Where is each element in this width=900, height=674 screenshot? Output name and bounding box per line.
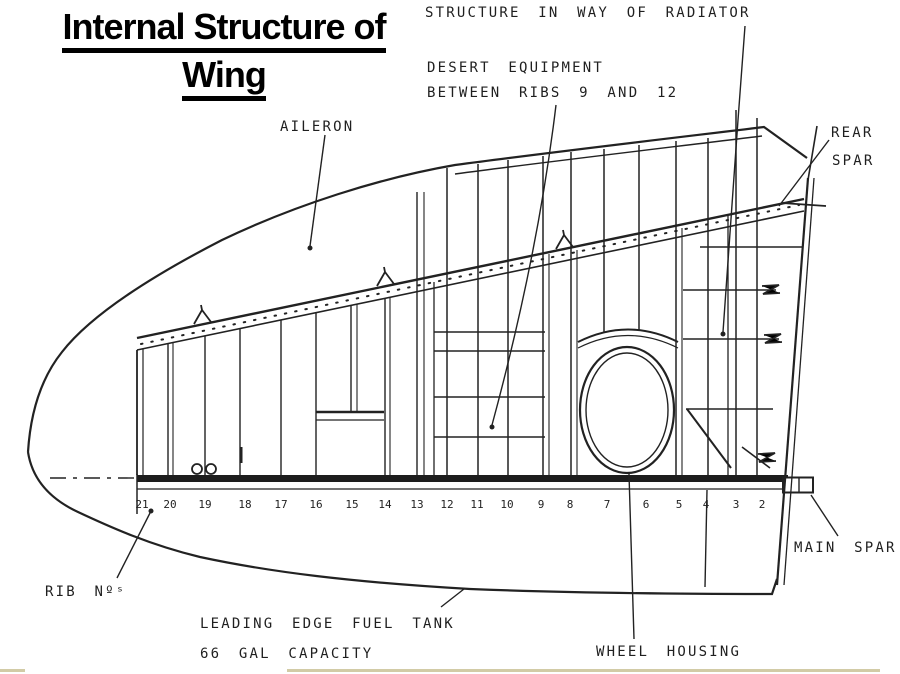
main-spar (50, 474, 814, 514)
break-symbol-icon (763, 333, 783, 344)
rib-number: 8 (567, 498, 574, 511)
slide-title-line2-wrap: Wing (22, 52, 426, 102)
leader-dot (720, 331, 726, 337)
leader-dot (307, 245, 313, 251)
rib-number: 13 (410, 498, 423, 511)
hinge-rivet-dots (140, 204, 800, 345)
hinge-band-lower-line (136, 210, 805, 351)
main-spar-band (137, 475, 788, 482)
top-skin-inner-line (454, 135, 763, 175)
label-desert-equipment-2: BETWEEN RIBS 9 AND 12 (427, 85, 678, 101)
equipment-shelf (316, 410, 384, 421)
rib-number: 19 (198, 498, 211, 511)
wheel-opening-outer (578, 345, 676, 475)
rib-number: 14 (378, 498, 392, 511)
wheel-opening-inner (585, 352, 669, 468)
rib-number: 12 (440, 498, 453, 511)
rib-number: 4 (703, 498, 710, 511)
wheel-housing-opening (577, 328, 679, 475)
slide-title-line1: Internal Structure of (62, 6, 387, 53)
leader-main-spar (810, 494, 839, 537)
rib-number: 6 (643, 498, 650, 511)
label-main-spar: MAIN SPAR (794, 540, 897, 556)
fitting-loop-icon (191, 463, 203, 475)
label-fuel-tank-1: LEADING EDGE FUEL TANK (200, 616, 455, 632)
wheel-arch-inner (577, 335, 679, 349)
rib-number: 21 (135, 498, 148, 511)
rib-number: 15 (345, 498, 358, 511)
rib-number: 3 (733, 498, 740, 511)
undercarriage-members (704, 489, 708, 588)
pump-fittings (191, 463, 217, 475)
bottom-border-strip (287, 669, 880, 672)
main-spar-end-fitting (782, 476, 814, 494)
slide-title: Internal Structure of Wing (22, 4, 426, 102)
fitting-loop-icon (205, 463, 217, 475)
leader-lines (116, 25, 839, 640)
hinge-bracket-icon (555, 229, 574, 250)
wing-outline-top (26, 125, 808, 453)
wheel-arch-outer (577, 328, 679, 343)
leader-aileron (309, 134, 326, 247)
leader-wheel-housing (628, 473, 635, 640)
hinge-band-upper-line (136, 197, 805, 340)
label-rear-spar-2: SPAR (832, 153, 875, 169)
label-aileron: AILERON (280, 119, 354, 135)
rib-number: 2 (759, 498, 766, 511)
leader-dot (148, 508, 154, 514)
label-rib-numbers: RIB Nºˢ (45, 584, 126, 600)
label-desert-equipment-1: DESERT EQUIPMENT (427, 60, 604, 76)
leader-rear-spar (778, 139, 830, 207)
label-rear-spar-1: REAR (831, 125, 874, 141)
hinge-band (136, 197, 805, 351)
leader-radiator (722, 25, 746, 333)
label-fuel-tank-2: 66 GAL CAPACITY (200, 646, 373, 662)
wing-outline (26, 125, 808, 596)
slide-title-line2: Wing (182, 54, 267, 102)
rib-number: 10 (500, 498, 513, 511)
hinge-bracket-icon (193, 304, 212, 325)
rib-number: 17 (274, 498, 287, 511)
rib-number-scale: 21 20 19 18 17 16 15 14 13 12 11 10 9 8 … (135, 498, 765, 511)
rib-number: 11 (470, 498, 483, 511)
rib-number: 5 (676, 498, 683, 511)
label-wheel-housing: WHEEL HOUSING (596, 644, 741, 660)
bottom-border-strip (0, 669, 25, 672)
leader-rib-number (116, 512, 151, 579)
hinge-bracket-icon (376, 266, 395, 287)
equipment-lattice (434, 331, 545, 438)
break-symbol-icon (757, 452, 777, 463)
leader-dot (489, 424, 495, 430)
rear-spar-tip (807, 125, 818, 181)
rib-number: 20 (163, 498, 176, 511)
radiator-bay-braces (683, 202, 827, 469)
rib-lines-left (136, 192, 425, 475)
rib-number: 9 (538, 498, 545, 511)
rib-number: 18 (238, 498, 251, 511)
rib-number: 16 (309, 498, 322, 511)
leader-desert-equipment (491, 104, 557, 426)
rib-lines-right (433, 110, 758, 475)
label-radiator: STRUCTURE IN WAY OF RADIATOR (425, 5, 751, 21)
rear-spar (775, 125, 818, 586)
rib-number: 7 (604, 498, 611, 511)
leader-fuel-tank (440, 588, 465, 608)
break-symbol-icon (761, 284, 781, 295)
wing-outline-bottom (26, 451, 779, 596)
